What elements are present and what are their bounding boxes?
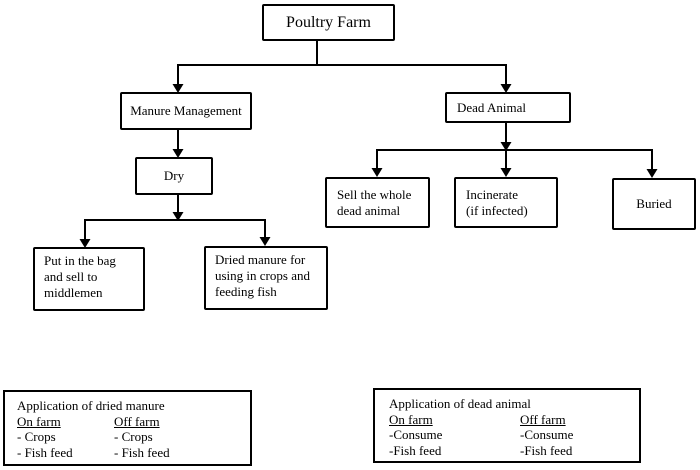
- legend-dead-animal: Application of dead animal On farm -Cons…: [373, 388, 641, 463]
- node-dry-label: Dry: [163, 168, 185, 183]
- node-poultry-farm: Poultry Farm: [262, 4, 395, 41]
- arrow-down-icon: [500, 142, 512, 151]
- node-buried: Buried: [612, 178, 696, 230]
- node-dry: Dry: [135, 157, 213, 195]
- node-put-in-bag-label: Put in the bag and sell to middlemen: [44, 253, 116, 300]
- legend-item: -Fish feed: [520, 442, 573, 458]
- node-sell-whole-dead-animal: Sell the whole dead animal: [325, 177, 430, 228]
- node-dried-manure-label: Dried manure for using in crops and feed…: [215, 252, 310, 299]
- arrow-down-icon: [371, 168, 383, 177]
- node-poultry-farm-label: Poultry Farm: [286, 13, 371, 31]
- legend-dried-manure-off-farm-header: Off farm: [114, 413, 160, 429]
- legend-item: - Crops: [17, 429, 56, 444]
- node-incinerate: Incinerate (if infected): [454, 177, 558, 228]
- arrow-down-icon: [500, 84, 512, 93]
- legend-dried-manure-title: Application of dried manure: [17, 398, 165, 413]
- node-dead-animal-label: Dead Animal: [457, 99, 526, 115]
- arrow-down-icon: [79, 239, 91, 248]
- arrow-down-icon: [646, 169, 658, 178]
- legend-item: -Consume: [520, 427, 574, 442]
- legend-item: - Fish feed: [114, 444, 170, 460]
- legend-dead-animal-off-farm-header: Off farm: [520, 411, 566, 427]
- legend-item: -Consume: [389, 427, 443, 442]
- node-dead-animal: Dead Animal: [445, 92, 571, 123]
- arrow-down-icon: [172, 149, 184, 158]
- node-sell-whole-dead-animal-label: Sell the whole dead animal: [337, 186, 412, 218]
- legend-dead-animal-title: Application of dead animal: [389, 396, 531, 411]
- node-dried-manure: Dried manure for using in crops and feed…: [204, 246, 328, 310]
- node-manure-management-label: Manure Management: [130, 103, 242, 118]
- arrow-down-icon: [172, 84, 184, 93]
- arrow-down-icon: [172, 212, 184, 221]
- legend-dead-animal-on-farm-header: On farm: [389, 411, 433, 427]
- node-incinerate-label: Incinerate (if infected): [466, 186, 528, 218]
- node-buried-label: Buried: [636, 196, 672, 211]
- connector-lines: [79, 40, 658, 248]
- legend-item: - Crops: [114, 429, 153, 444]
- legend-item: -Fish feed: [389, 442, 442, 458]
- node-manure-management: Manure Management: [120, 92, 252, 130]
- legend-item: - Fish feed: [17, 444, 73, 460]
- arrow-down-icon: [500, 168, 512, 177]
- legend-dried-manure: Application of dried manure On farm - Cr…: [3, 390, 252, 466]
- arrow-down-icon: [259, 237, 271, 246]
- node-put-in-bag: Put in the bag and sell to middlemen: [33, 247, 145, 311]
- legend-dried-manure-on-farm-header: On farm: [17, 413, 61, 429]
